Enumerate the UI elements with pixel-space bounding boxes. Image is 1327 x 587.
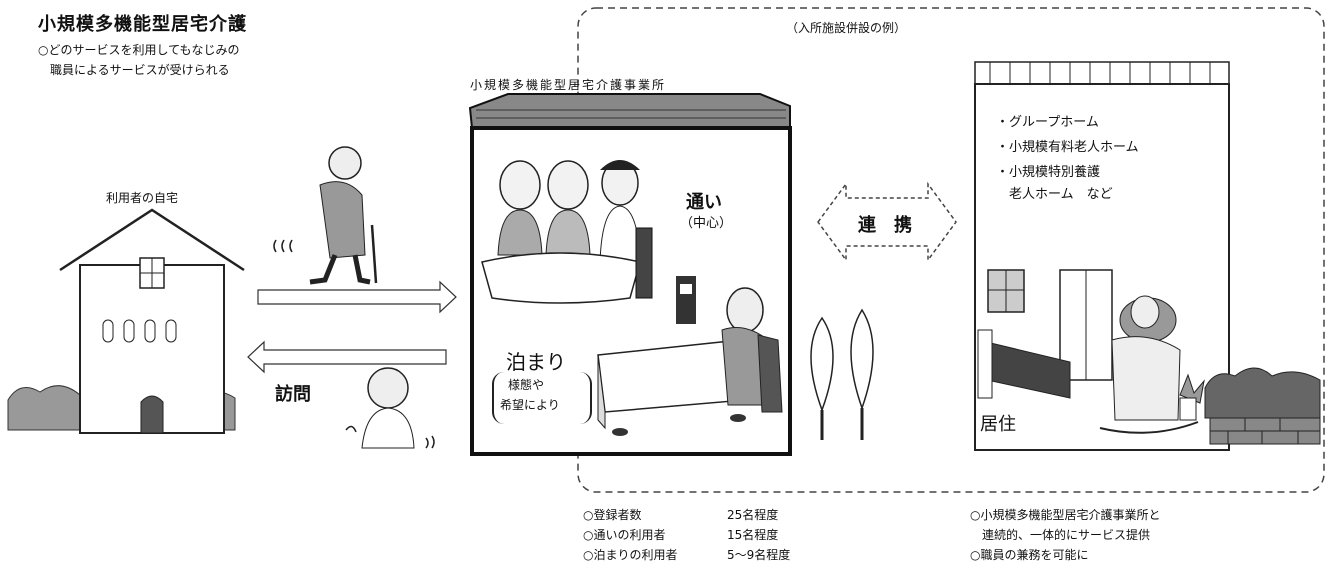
user-home-illustration <box>7 208 245 434</box>
diagram-title: 小規模多機能型居宅介護 <box>38 14 247 35</box>
arrow-to-home <box>247 340 447 374</box>
facility-item: ・小規模特別養護 <box>996 165 1101 180</box>
stat-row: ○泊まりの利用者 5～9名程度 <box>583 545 790 565</box>
stay-sub-label-1: 様態や <box>508 378 545 392</box>
visiting-carer-illustration <box>345 367 435 449</box>
bottom-notes-list: ○小規模多機能型居宅介護事業所と 連続的、一体的にサービス提供 ○職員の兼務を可… <box>970 505 1160 565</box>
arrow-to-office <box>257 280 457 314</box>
day-service-sub-label: （中心） <box>680 216 733 231</box>
stat-value: 25名程度 <box>727 508 779 522</box>
stay-sub-label-2: 希望により <box>500 398 560 412</box>
combined-example-label: （入所施設併設の例） <box>786 21 907 35</box>
stay-sub-bracket <box>492 372 592 424</box>
facility-item: ・グループホーム <box>996 115 1099 130</box>
stat-row: ○登録者数 25名程度 <box>583 505 790 525</box>
link-double-arrow <box>817 181 957 263</box>
stat-label: ○登録者数 <box>583 508 642 522</box>
residence-label: 居住 <box>980 414 1016 435</box>
trees-illustration <box>810 308 874 440</box>
bottom-note: 連続的、一体的にサービス提供 <box>970 528 1151 542</box>
diagram-subtitle: ○どのサービスを利用してもなじみの 職員によるサービスが受けられる <box>38 43 240 77</box>
elderly-walker-illustration <box>273 146 378 285</box>
flower-bush-illustration <box>1204 367 1321 445</box>
day-service-label: 通い <box>686 192 722 213</box>
bottom-note: ○職員の兼務を可能に <box>970 548 1089 562</box>
office-label: 小規模多機能型居宅介護事業所 <box>470 78 667 92</box>
facility-type-list: ・グループホーム ・小規模有料老人ホーム ・小規模特別養護 老人ホーム など <box>996 110 1139 205</box>
stat-value: 15名程度 <box>727 528 779 542</box>
stat-label: ○泊まりの利用者 <box>583 548 678 562</box>
office-building-illustration <box>468 93 792 456</box>
stat-value: 5～9名程度 <box>727 548 791 562</box>
home-label: 利用者の自宅 <box>106 191 179 205</box>
stat-row: ○通いの利用者 15名程度 <box>583 525 790 545</box>
stay-label: 泊まり <box>506 350 566 374</box>
link-label: 連 携 <box>858 215 912 236</box>
visit-label: 訪問 <box>275 384 311 405</box>
facility-item: ・小規模有料老人ホーム <box>996 140 1139 155</box>
stat-label: ○通いの利用者 <box>583 528 666 542</box>
facility-item: 老人ホーム など <box>996 187 1113 202</box>
office-stats-list: ○登録者数 25名程度 ○通いの利用者 15名程度 ○泊まりの利用者 5～9名程… <box>583 505 790 565</box>
bottom-note: ○小規模多機能型居宅介護事業所と <box>970 508 1161 522</box>
facility-building-illustration <box>974 61 1230 451</box>
